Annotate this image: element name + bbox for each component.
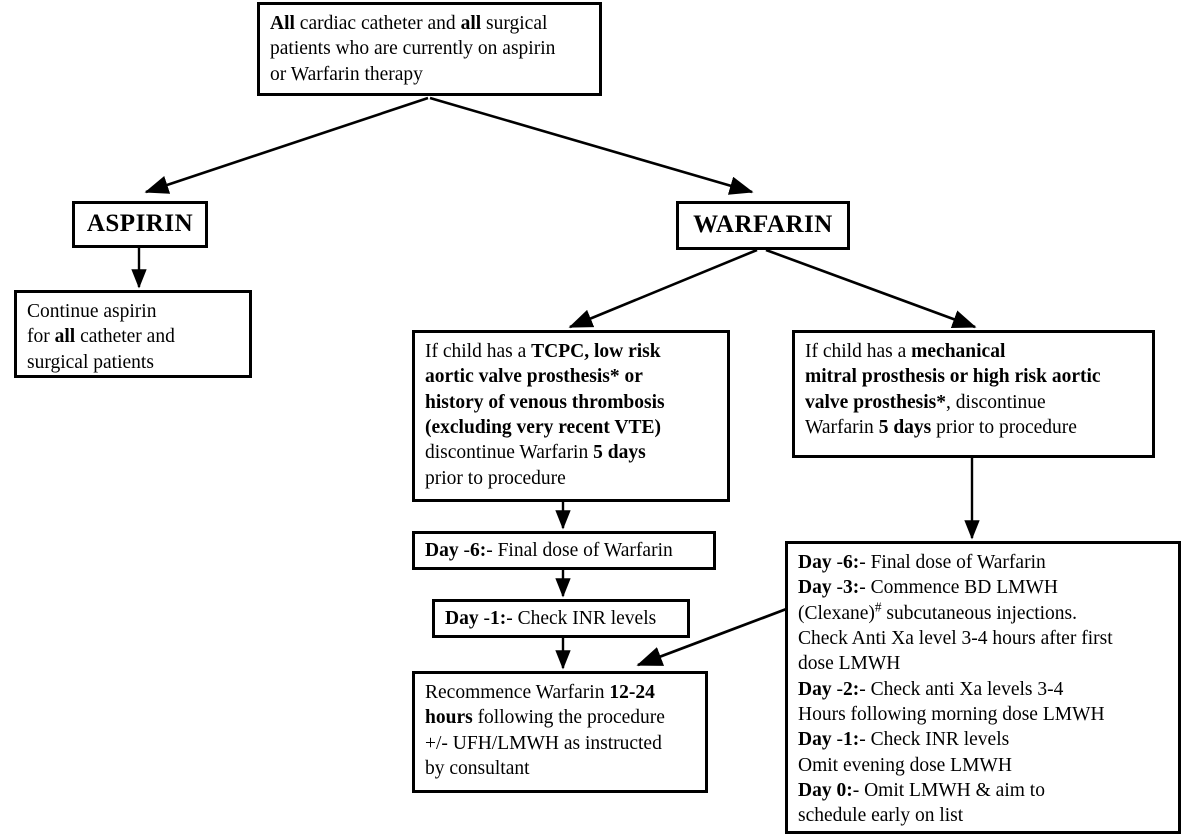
- edge-warfarin-to-low-risk: [568, 248, 758, 329]
- text-line: for all catheter and: [27, 326, 175, 348]
- day-minus-6-box: Day -6:- Final dose of Warfarin: [412, 531, 716, 570]
- text-line: Check Anti Xa level 3-4 hours after firs…: [798, 628, 1113, 650]
- warfarin-branch-box: WARFARIN: [676, 201, 850, 250]
- text-line: dose LMWH: [798, 653, 901, 675]
- recommence-warfarin-box: Recommence Warfarin 12-24 hours following…: [412, 671, 708, 793]
- text-line: history of venous thrombosis: [425, 391, 665, 413]
- text-line: Day -1:- Check INR levels: [445, 608, 657, 629]
- text-line: patients who are currently on aspirin: [270, 38, 556, 60]
- text-line: Omit evening dose LMWH: [798, 754, 1012, 776]
- text-line: prior to procedure: [425, 467, 566, 489]
- text-line: aortic valve prosthesis* or: [425, 366, 643, 388]
- text-line: +/- UFH/LMWH as instructed: [425, 732, 662, 754]
- text-line: mitral prosthesis or high risk aortic: [805, 366, 1101, 388]
- text-line: (Clexane)# subcutaneous injections.: [798, 599, 1078, 624]
- text-line: All cardiac catheter and all surgical: [270, 13, 548, 34]
- text-line: Day -6:- Final dose of Warfarin: [425, 540, 673, 561]
- edge-root-to-warfarin: [429, 96, 754, 195]
- high-risk-criteria-box: If child has a mechanical mitral prosthes…: [792, 330, 1155, 458]
- edge-warfarin-to-high-risk: [765, 248, 977, 329]
- text-line: Hours following morning dose LMWH: [798, 704, 1105, 726]
- text-line: hours following the procedure: [425, 707, 665, 729]
- text-line: surgical patients: [27, 351, 154, 373]
- text-line: If child has a mechanical: [805, 341, 1006, 362]
- text-line: discontinue Warfarin 5 days: [425, 442, 646, 464]
- low-risk-criteria-box: If child has a TCPC, low risk aortic valv…: [412, 330, 730, 502]
- text-line: Day -3:- Commence BD LMWH: [798, 577, 1058, 599]
- text-line: or Warfarin therapy: [270, 63, 423, 85]
- text-line: Warfarin 5 days prior to procedure: [805, 417, 1077, 439]
- text-line: Continue aspirin: [27, 301, 157, 322]
- text-line: Day -6:- Final dose of Warfarin: [798, 552, 1046, 573]
- day-minus-1-box: Day -1:- Check INR levels: [432, 599, 690, 638]
- root-indication-box: All cardiac catheter and all surgical pat…: [257, 2, 602, 96]
- text-line: If child has a TCPC, low risk: [425, 341, 661, 362]
- text-line: (excluding very recent VTE): [425, 417, 661, 439]
- text-line: Day 0:- Omit LMWH & aim to: [798, 780, 1045, 802]
- text-line: schedule early on list: [798, 805, 964, 827]
- text-line: Day -2:- Check anti Xa levels 3-4: [798, 678, 1064, 700]
- text-line: by consultant: [425, 758, 530, 780]
- aspirin-branch-box: ASPIRIN: [72, 201, 208, 248]
- edge-root-to-aspirin: [144, 96, 429, 194]
- text-line: valve prosthesis*, discontinue: [805, 391, 1046, 413]
- continue-aspirin-box: Continue aspirin for all catheter and surg…: [14, 290, 252, 378]
- text-line: Day -1:- Check INR levels: [798, 729, 1010, 751]
- text-line: Recommence Warfarin 12-24: [425, 682, 655, 703]
